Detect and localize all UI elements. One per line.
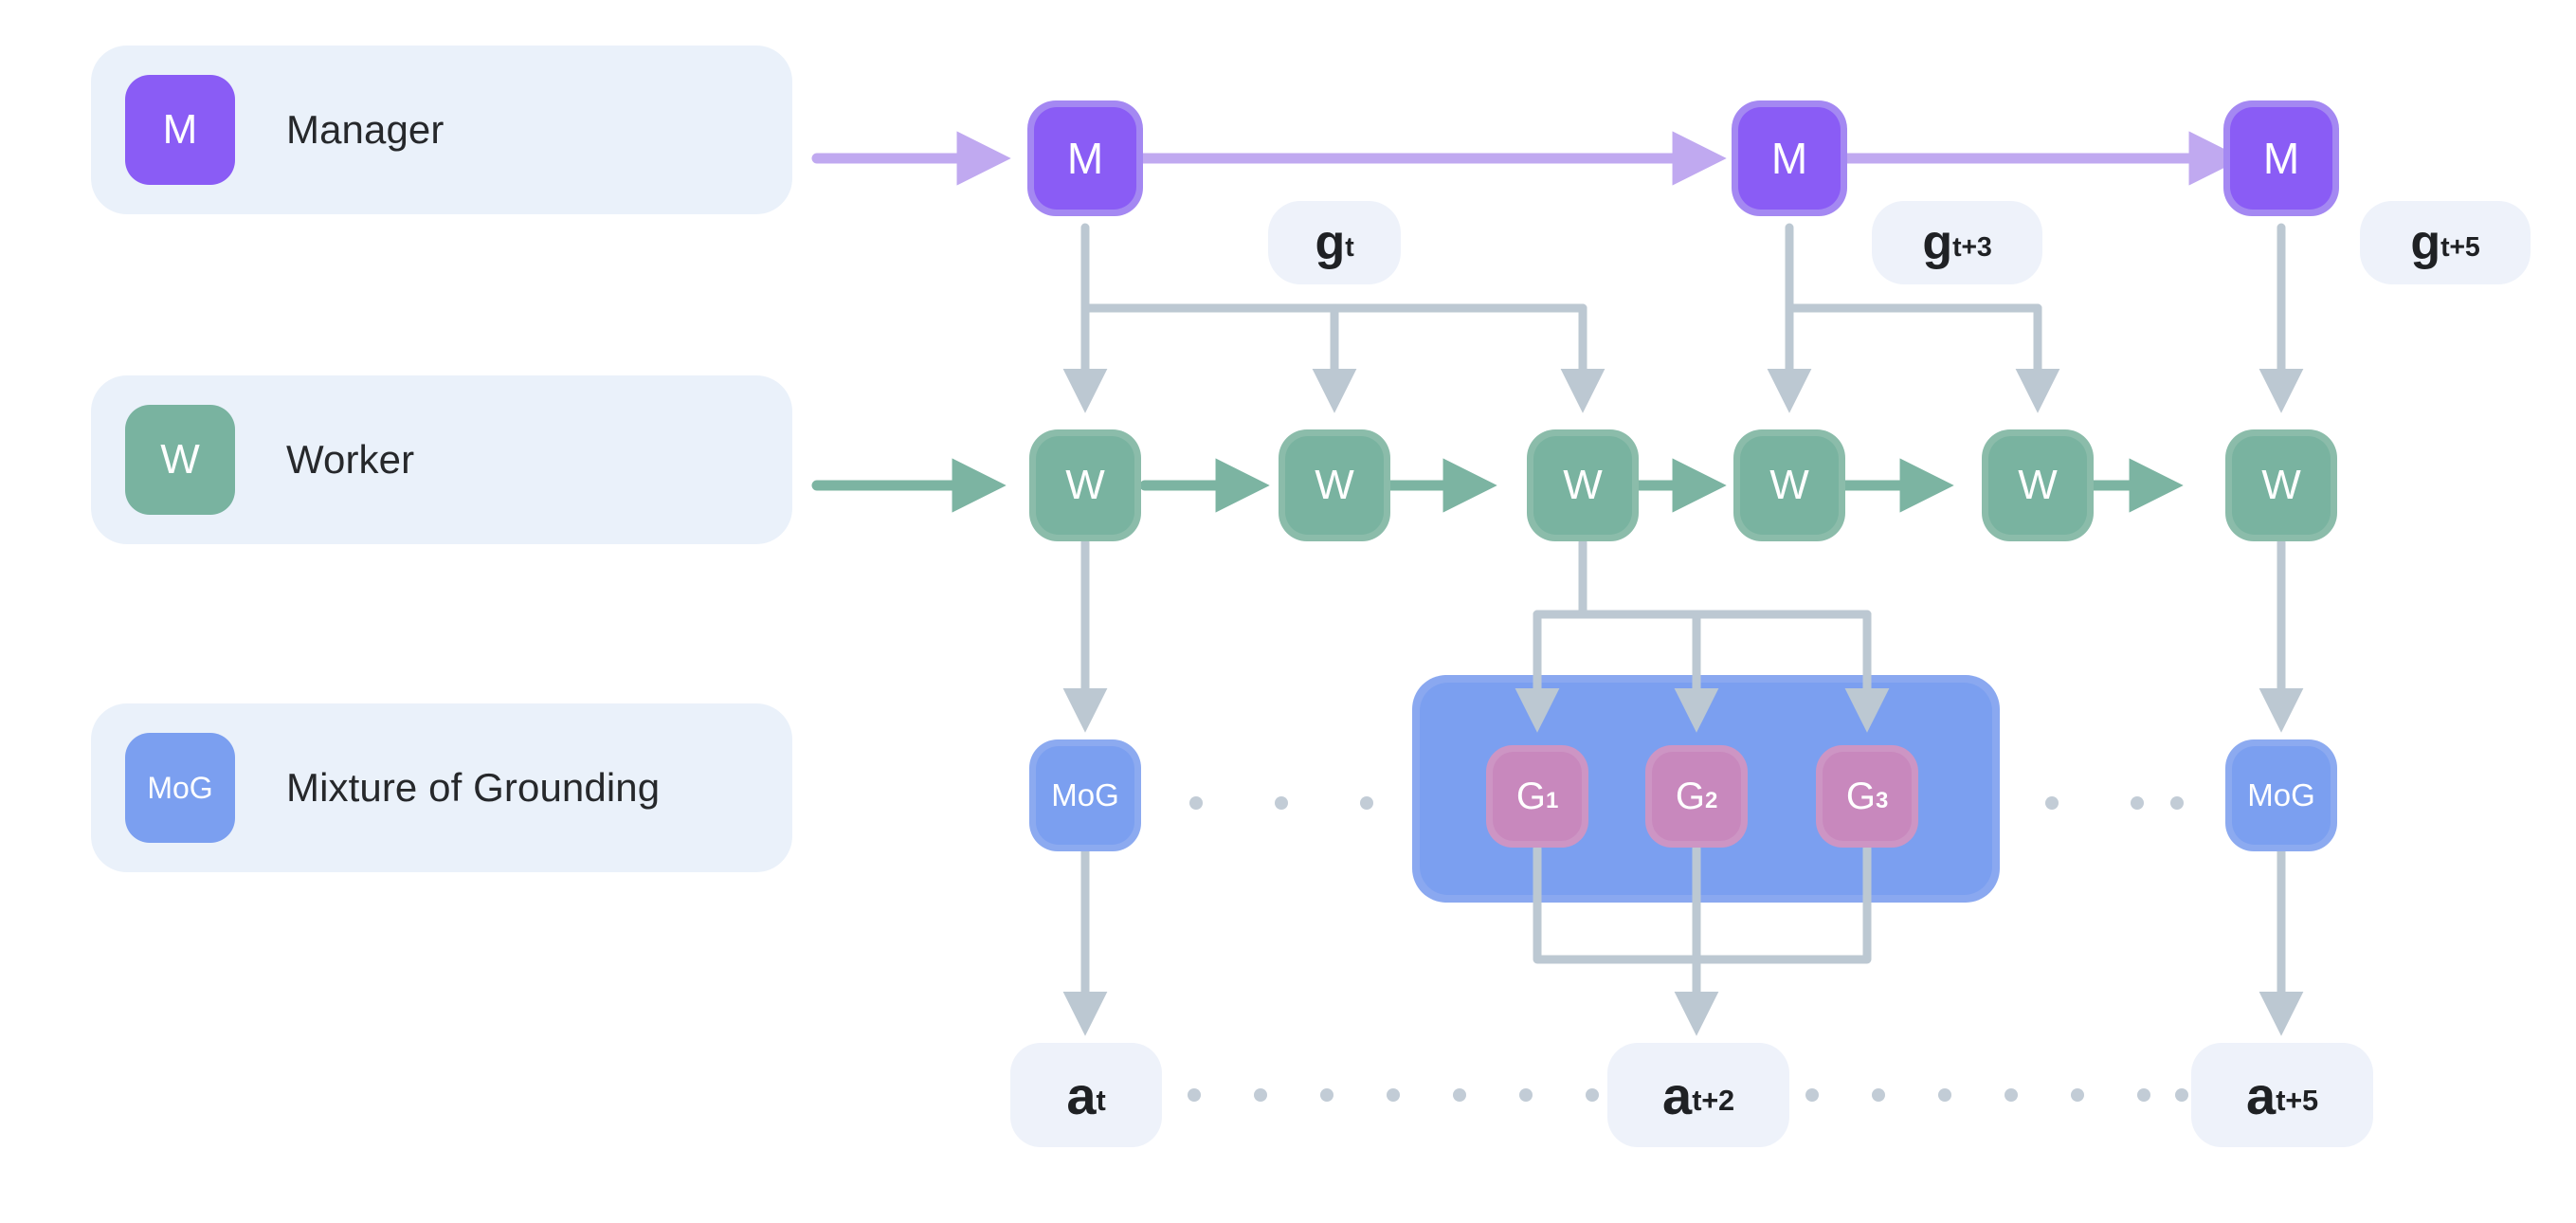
goal-label-gt-base: g	[1315, 215, 1346, 270]
ellipsis-dot	[1519, 1088, 1533, 1102]
legend-chip-mog-abbr: MoG	[125, 733, 235, 843]
manager-node-2[interactable]: M	[1732, 100, 1847, 216]
legend-label-mog: Mixture of Grounding	[286, 765, 661, 810]
ellipsis-dot	[1188, 1088, 1201, 1102]
ellipsis-dot	[1189, 796, 1203, 810]
goal-label-gt5-base: g	[2410, 215, 2441, 270]
goal-label-gt3-sub: t+3	[1952, 232, 1992, 264]
grounding-node-1-sub: 1	[1545, 788, 1559, 814]
goal-label-gt3-base: g	[1922, 215, 1953, 270]
worker-node-4-label: W	[1740, 436, 1839, 535]
goal-label-gt5-sub: t+5	[2440, 232, 2480, 264]
action-label-at-base: a	[1066, 1065, 1097, 1125]
grounding-node-2-sub: 2	[1704, 788, 1718, 814]
ellipsis-dot	[2071, 1088, 2084, 1102]
ellipsis-dot	[1254, 1088, 1267, 1102]
worker-node-1-label: W	[1036, 436, 1134, 535]
worker-node-2-label: W	[1285, 436, 1384, 535]
ellipsis-dot	[2170, 796, 2184, 810]
worker-node-6-label: W	[2232, 436, 2331, 535]
mog-node-2-label: MoG	[2232, 746, 2331, 845]
worker-node-2[interactable]: W	[1279, 429, 1390, 541]
legend-label-worker: Worker	[286, 437, 415, 482]
grounding-node-3-base: G	[1845, 775, 1876, 817]
grounding-node-2-base: G	[1675, 775, 1705, 817]
ellipsis-dot	[1387, 1088, 1400, 1102]
manager-node-1-label: M	[1034, 107, 1136, 210]
legend-item-manager: M Manager	[91, 46, 792, 214]
legend-chip-manager-abbr: M	[125, 75, 235, 185]
ellipsis-dot	[1320, 1088, 1333, 1102]
mog-node-1[interactable]: MoG	[1029, 739, 1141, 851]
manager-node-1[interactable]: M	[1027, 100, 1143, 216]
grounding-node-1-base: G	[1515, 775, 1546, 817]
legend-item-worker: W Worker	[91, 375, 792, 544]
worker-node-5-label: W	[1988, 436, 2087, 535]
legend-chip-worker-abbr: W	[125, 405, 235, 515]
action-label-at5-base: a	[2246, 1065, 2277, 1125]
ellipsis-dot	[2175, 1088, 2188, 1102]
worker-node-4[interactable]: W	[1733, 429, 1845, 541]
goal-label-gt-sub: t	[1345, 232, 1354, 264]
worker-node-3[interactable]: W	[1527, 429, 1639, 541]
manager-node-3-label: M	[2230, 107, 2332, 210]
manager-node-3[interactable]: M	[2223, 100, 2339, 216]
worker-node-6[interactable]: W	[2225, 429, 2337, 541]
ellipsis-dot	[2005, 1088, 2018, 1102]
legend-item-mog: MoG Mixture of Grounding	[91, 703, 792, 872]
mog-node-1-label: MoG	[1036, 746, 1134, 845]
grounding-node-3-sub: 3	[1875, 788, 1889, 814]
ellipsis-dot	[2045, 796, 2059, 810]
action-label-at5-sub: t+5	[2276, 1084, 2318, 1118]
worker-node-5[interactable]: W	[1982, 429, 2094, 541]
legend-label-manager: Manager	[286, 107, 444, 152]
manager-node-2-label: M	[1738, 107, 1841, 210]
ellipsis-dot	[2131, 796, 2144, 810]
ellipsis-dot	[1275, 796, 1288, 810]
ellipsis-dot	[1453, 1088, 1466, 1102]
ellipsis-dot	[1805, 1088, 1819, 1102]
legend-chip-mog: MoG	[125, 733, 235, 843]
ellipsis-dot	[1938, 1088, 1951, 1102]
mog-node-2[interactable]: MoG	[2225, 739, 2337, 851]
ellipsis-dot	[1360, 796, 1373, 810]
ellipsis-dot	[1586, 1088, 1599, 1102]
ellipsis-dot	[2137, 1088, 2150, 1102]
ellipsis-dot	[1872, 1088, 1885, 1102]
action-label-at2-sub: t+2	[1692, 1084, 1734, 1118]
action-label-at-sub: t	[1096, 1084, 1106, 1118]
worker-node-1[interactable]: W	[1029, 429, 1141, 541]
worker-node-3-label: W	[1533, 436, 1632, 535]
action-label-at2-base: a	[1662, 1065, 1693, 1125]
legend-chip-worker: W	[125, 405, 235, 515]
legend-chip-manager: M	[125, 75, 235, 185]
